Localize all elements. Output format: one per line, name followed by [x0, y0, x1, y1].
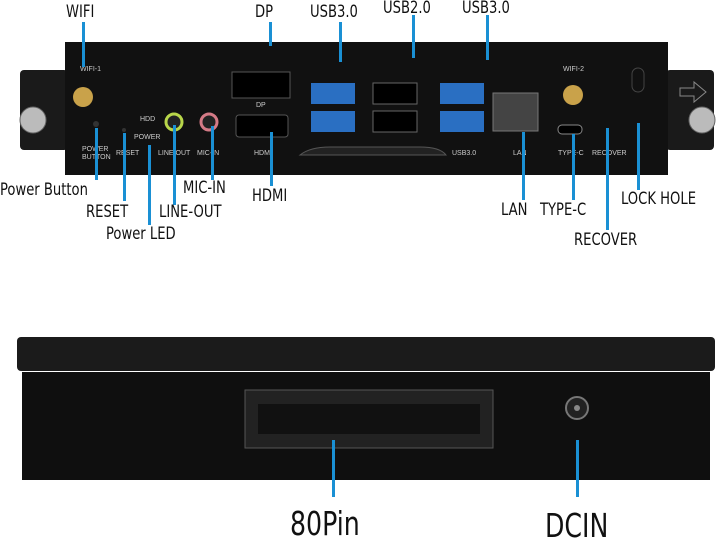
hdmi-port	[235, 114, 289, 138]
usb20-port	[372, 110, 418, 133]
dp-port	[231, 71, 291, 99]
usb30-port	[440, 111, 484, 132]
label-reset: RESET	[86, 202, 129, 222]
panel-reset: RESET	[116, 150, 140, 157]
arrow-icon	[679, 80, 707, 104]
label-usb20: USB2.0	[383, 0, 431, 18]
rear-panel	[17, 337, 715, 480]
wifi-callout-line	[82, 22, 85, 67]
lock-hole	[631, 67, 645, 93]
hdmi-callout-line	[270, 132, 273, 186]
mic-in-jack	[199, 112, 219, 132]
right-thumbscrew	[688, 106, 716, 134]
label-dcin: DCIN	[545, 506, 609, 545]
label-lan: LAN	[501, 200, 528, 220]
panel-hdmi: HDMI	[254, 150, 272, 157]
panel-usb30: USB3.0	[452, 150, 477, 157]
front-panel	[19, 42, 716, 175]
label-usb30-right: USB3.0	[462, 0, 510, 18]
lan-port	[492, 92, 539, 132]
panel-wifi1: WIFI-1	[80, 66, 101, 73]
type-c-port	[557, 124, 583, 135]
reset-hole	[122, 128, 126, 132]
panel-power: POWER	[134, 134, 161, 141]
panel-hdd: HDD	[140, 116, 156, 123]
lock-hole-callout-line	[637, 123, 640, 190]
panel-mic-in: MIC-IN	[197, 150, 220, 157]
label-recover: RECOVER	[574, 230, 638, 250]
label-mic-in: MIC-IN	[183, 178, 226, 198]
label-type-c: TYPE-C	[540, 200, 587, 220]
usb30-left-callout-line	[339, 22, 342, 62]
label-80pin: 80Pin	[290, 504, 360, 543]
label-dp: DP	[255, 2, 274, 22]
label-power-button: Power Button	[0, 180, 88, 200]
mic-in-callout-line	[211, 126, 214, 180]
panel-wifi2: WIFI-2	[563, 66, 584, 73]
wifi2-connector	[563, 85, 583, 105]
80pin-callout-line	[332, 440, 335, 497]
type-c-callout-line	[572, 134, 575, 200]
left-thumbscrew	[19, 106, 47, 134]
wifi1-connector	[73, 87, 93, 107]
power-led-callout-line	[148, 145, 151, 225]
dcin-callout-line	[576, 440, 579, 497]
usb20-port	[372, 82, 418, 105]
usb30-right-callout-line	[486, 15, 489, 60]
usb30-port	[311, 83, 355, 104]
reset-callout-line	[123, 133, 126, 201]
recover-callout-line	[606, 128, 609, 230]
usb30-port	[440, 83, 484, 104]
label-usb30-left: USB3.0	[310, 2, 358, 22]
pull-handle	[298, 146, 448, 156]
label-line-out: LINE-OUT	[159, 202, 222, 222]
panel-type-c: TYPE-C	[558, 150, 584, 157]
power-button	[93, 121, 99, 127]
dp-callout-line	[269, 22, 272, 46]
label-wifi: WIFI	[66, 2, 95, 22]
panel-recover: RECOVER	[592, 150, 627, 157]
label-lock-hole: LOCK HOLE	[621, 189, 697, 209]
power-button-callout-line	[95, 128, 98, 180]
panel-lan: LAN	[513, 150, 527, 157]
usb20-callout-line	[412, 15, 415, 58]
label-hdmi: HDMI	[252, 186, 288, 206]
panel-dp: DP	[256, 102, 266, 109]
usb30-port	[311, 111, 355, 132]
label-power-led: Power LED	[106, 224, 176, 244]
line-out-callout-line	[173, 125, 176, 205]
lan-callout-line	[522, 132, 525, 200]
